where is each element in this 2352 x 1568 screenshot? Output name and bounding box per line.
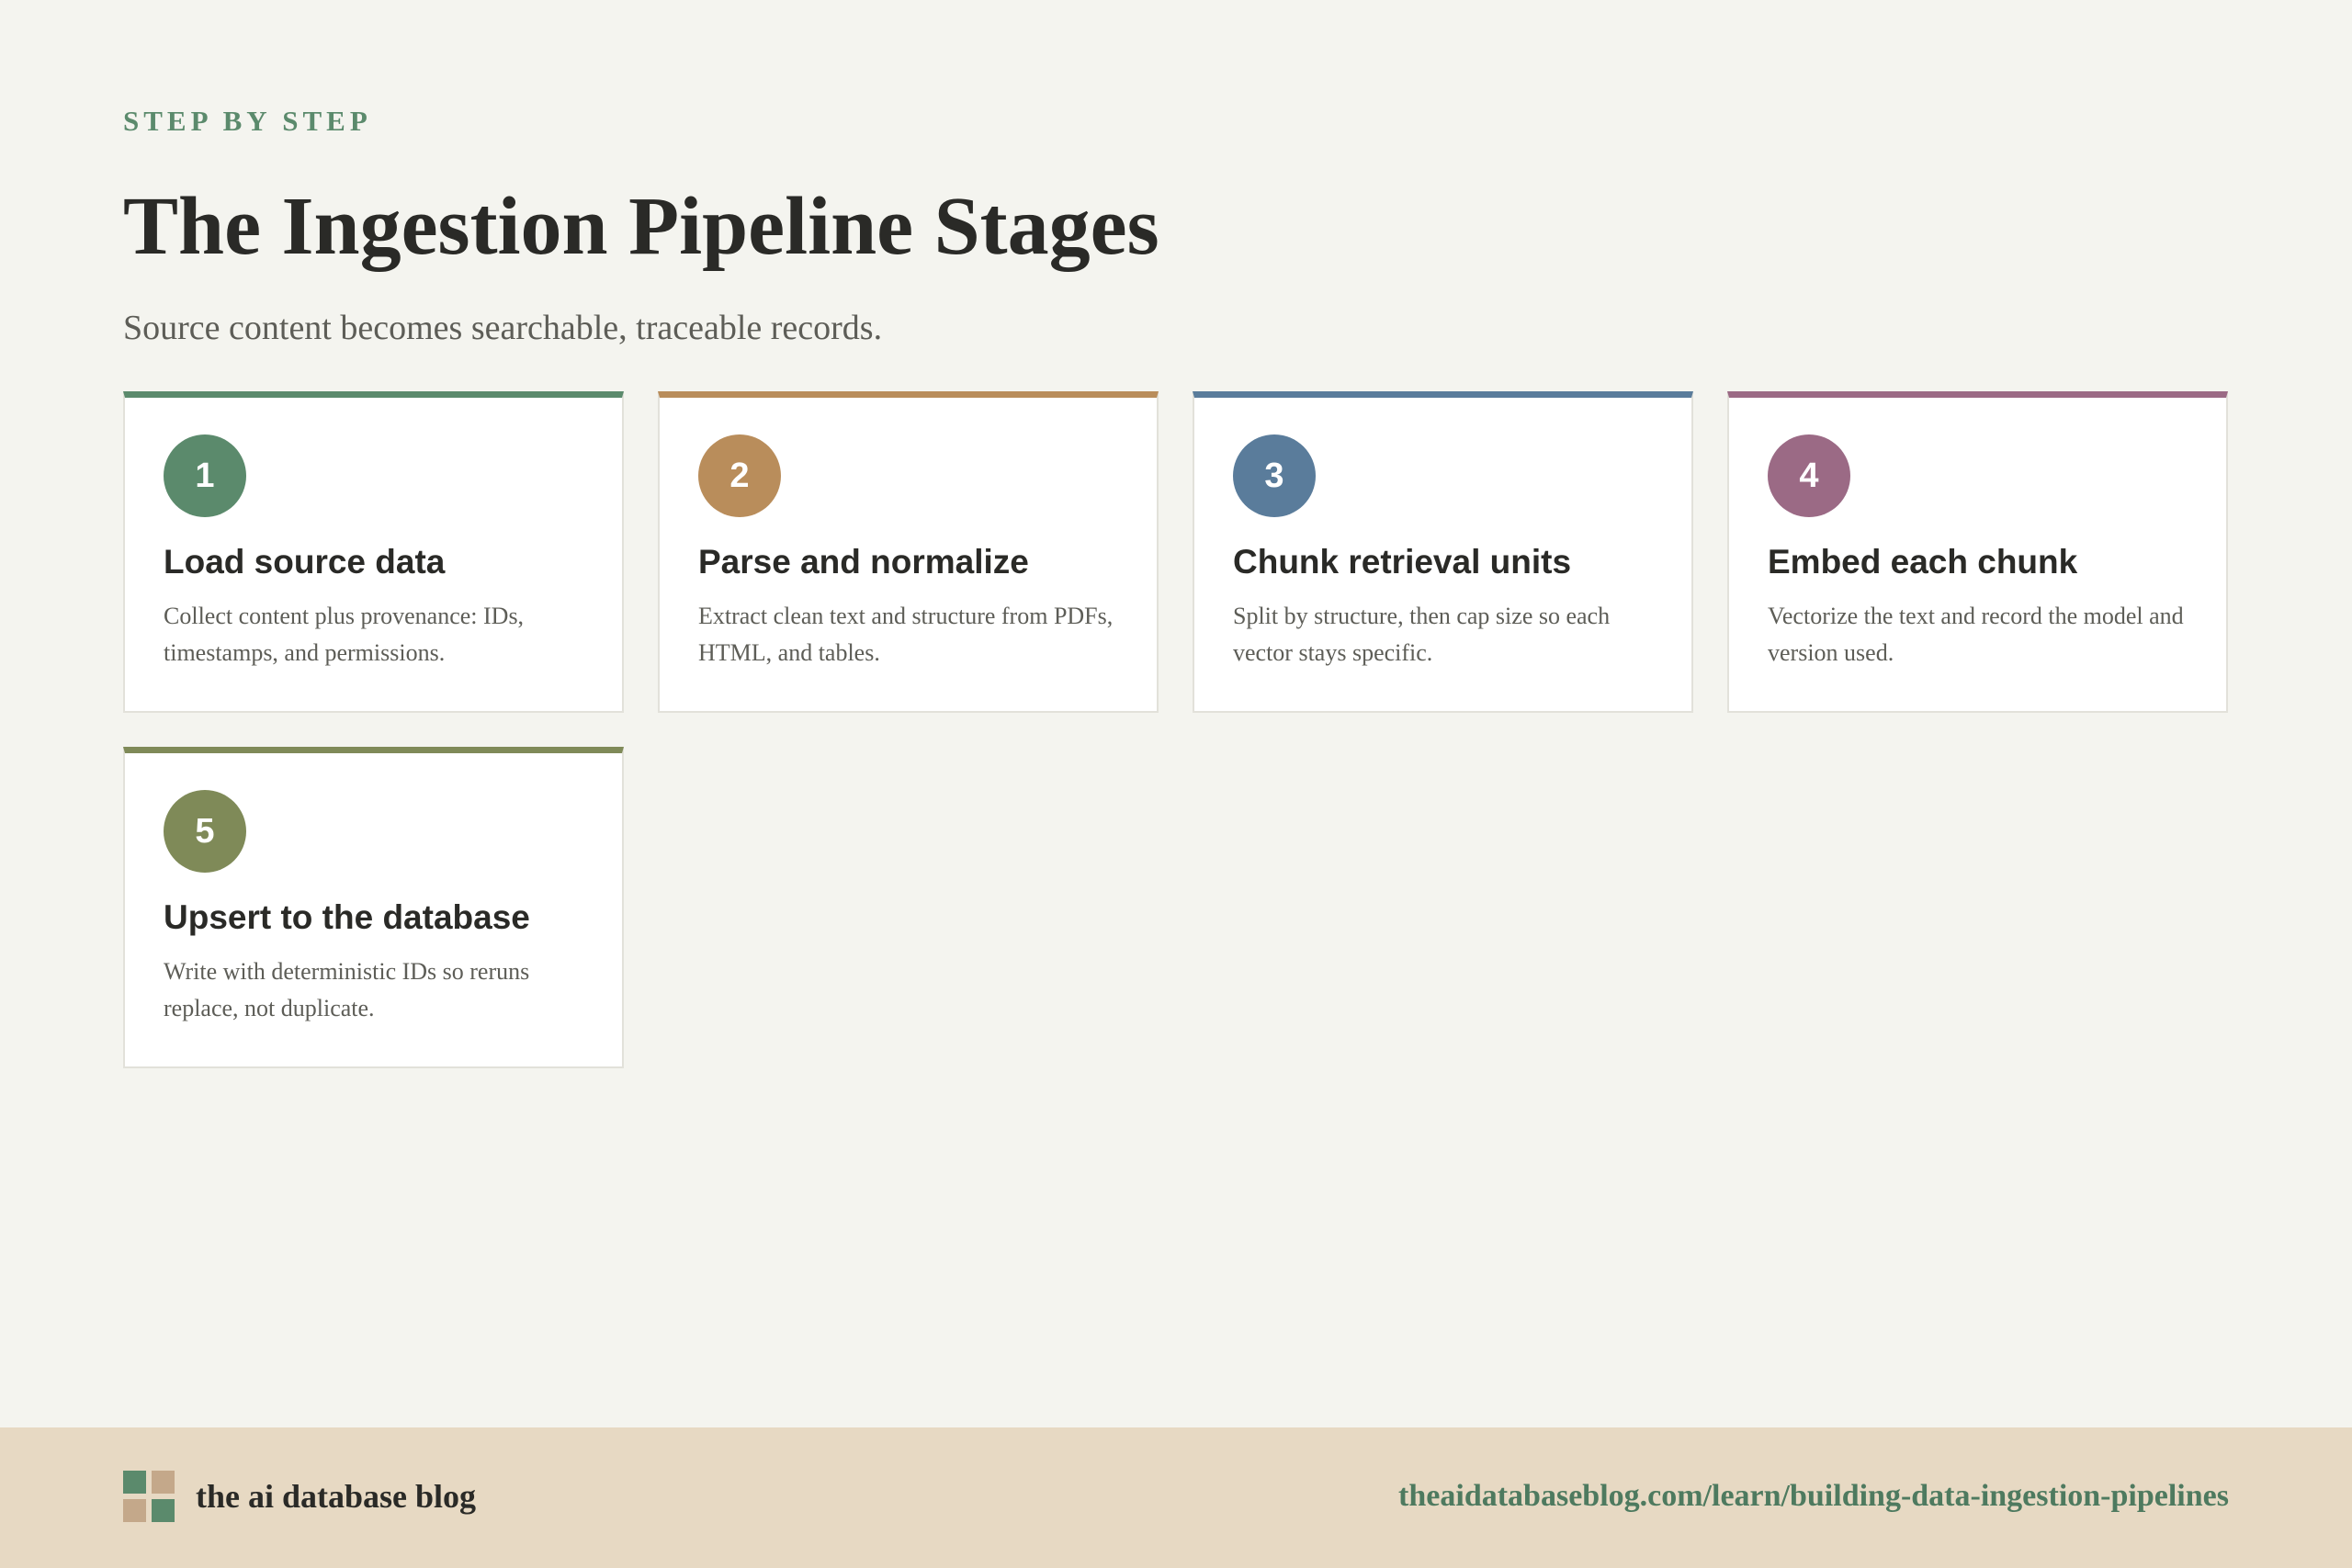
stage-title: Chunk retrieval units (1233, 543, 1572, 581)
eyebrow-label: STEP BY STEP (123, 105, 372, 137)
stage-number-badge: 3 (1233, 434, 1316, 517)
footer: the ai database blog theaidatabaseblog.c… (0, 1427, 2352, 1568)
logo-square (152, 1499, 175, 1522)
stage-description: Vectorize the text and record the model … (1768, 603, 2184, 666)
stage-grid: 1 Load source data Collect content plus … (123, 391, 2229, 1068)
page-subtitle: Source content becomes searchable, trace… (123, 309, 883, 347)
logo-square (152, 1471, 175, 1494)
stage-card-5: 5 Upsert to the database Write with dete… (123, 747, 624, 1068)
stage-number-badge: 4 (1768, 434, 1850, 517)
blog-brand-name: the ai database blog (196, 1478, 477, 1515)
stage-description: Collect content plus provenance: IDs, ti… (164, 603, 525, 666)
stage-title: Upsert to the database (164, 898, 530, 936)
stage-description: Extract clean text and structure from PD… (698, 603, 1114, 666)
page-header: STEP BY STEP The Ingestion Pipeline Stag… (123, 101, 2229, 351)
stage-title: Embed each chunk (1768, 543, 2078, 581)
stage-number-badge: 1 (164, 434, 246, 517)
stage-card-3: 3 Chunk retrieval units Split by structu… (1193, 391, 1693, 713)
stage-number-badge: 2 (698, 434, 781, 517)
page-title: The Ingestion Pipeline Stages (123, 181, 1159, 272)
stage-number-badge: 5 (164, 790, 246, 873)
stage-card-1: 1 Load source data Collect content plus … (123, 391, 624, 713)
stage-title: Parse and normalize (698, 543, 1029, 581)
stage-description: Split by structure, then cap size so eac… (1233, 603, 1611, 666)
stage-title: Load source data (164, 543, 446, 581)
logo-square (123, 1471, 146, 1494)
stage-description: Write with deterministic IDs so reruns r… (164, 958, 530, 1021)
blog-logo-icon (123, 1471, 175, 1522)
article-url-link[interactable]: theaidatabaseblog.com/learn/building-dat… (1398, 1479, 2229, 1513)
stage-card-2: 2 Parse and normalize Extract clean text… (658, 391, 1159, 713)
stage-card-4: 4 Embed each chunk Vectorize the text an… (1727, 391, 2228, 713)
logo-square (123, 1499, 146, 1522)
